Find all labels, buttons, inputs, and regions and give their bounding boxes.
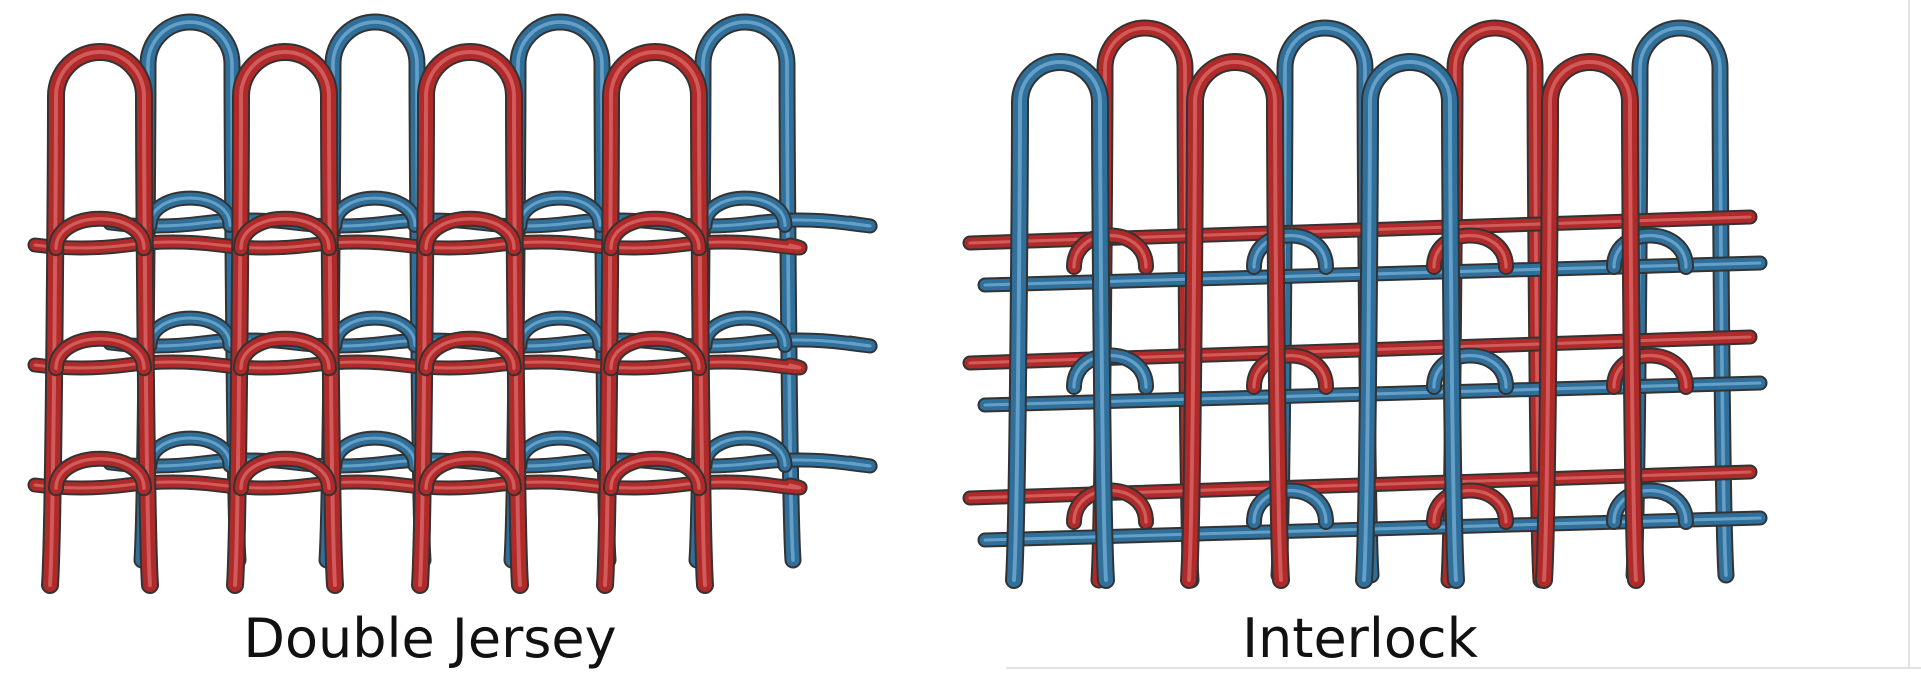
dj-front-loop-4-outline xyxy=(605,52,705,585)
dj-front-loop-4 xyxy=(605,52,705,585)
interlock-diagram xyxy=(970,28,1760,580)
dj-front-loop-3-highlight xyxy=(420,52,520,585)
double-jersey-caption: Double Jersey xyxy=(0,600,860,678)
frame-divider-vertical xyxy=(1908,0,1910,668)
dj-front-loop-2-highlight xyxy=(235,52,335,585)
dj-front-loop-1-outline xyxy=(50,52,150,585)
double-jersey-diagram xyxy=(35,22,870,585)
dj-front-loop-3 xyxy=(420,52,520,585)
dj-front-loop-3-outline xyxy=(420,52,520,585)
dj-front-loop-4-highlight xyxy=(605,52,705,585)
dj-front-loop-2-outline xyxy=(235,52,335,585)
dj-front-loop-2 xyxy=(235,52,335,585)
dj-front-loop-1 xyxy=(50,52,150,585)
dj-front-loop-1-highlight xyxy=(50,52,150,585)
frame-divider-horizontal xyxy=(1006,667,1921,669)
il-ring-3-2 xyxy=(1254,491,1326,523)
